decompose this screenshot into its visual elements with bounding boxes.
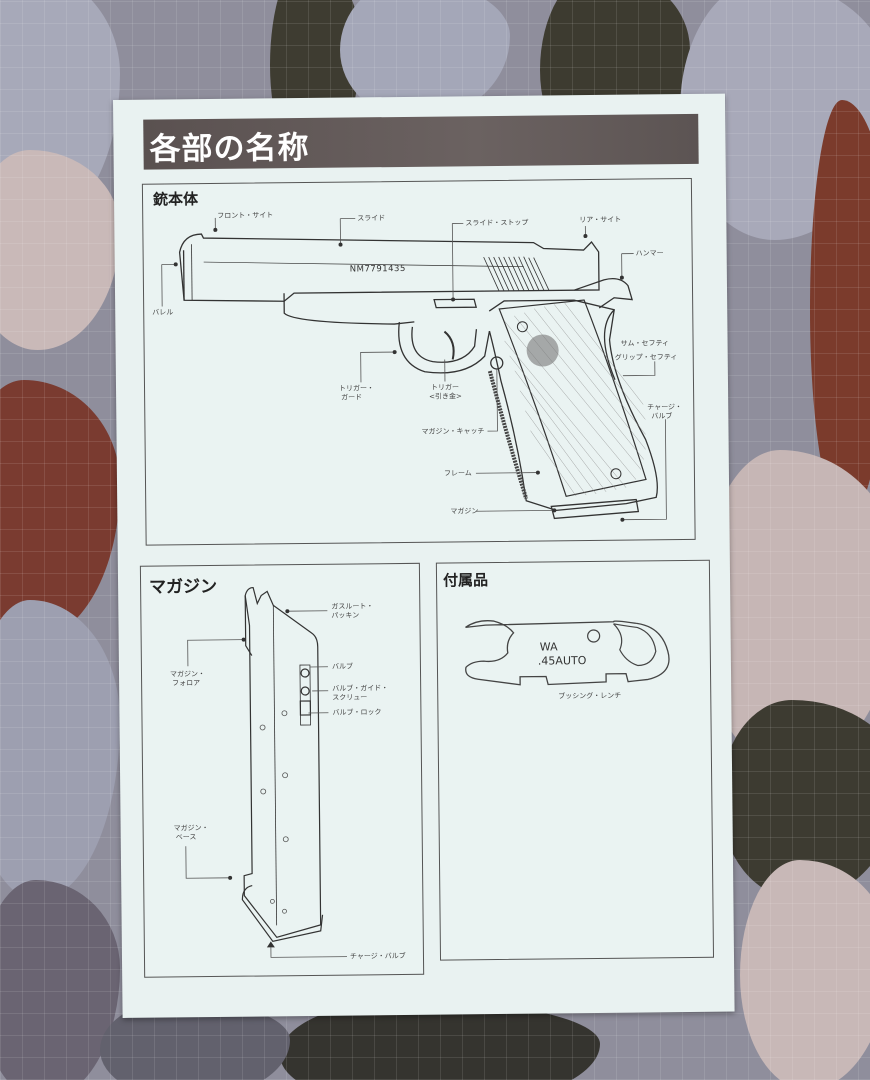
label-thumb-safety: サム・セフティ <box>620 339 670 348</box>
label-gas-route-packing-1: ガスルート・ <box>331 602 374 611</box>
label-charge-valve-1: チャージ・ <box>647 403 683 412</box>
label-rear-sight: リア・サイト <box>579 215 622 225</box>
wrench-text-wa: WA <box>539 640 558 654</box>
gun-body-panel: 銃本体 <box>141 177 696 546</box>
label-magazine: マガジン <box>450 507 479 516</box>
bushing-wrench-diagram <box>465 620 670 686</box>
label-trigger-guard-1: トリガー・ <box>338 384 375 393</box>
label-trigger-guard-2: ガード <box>341 393 363 402</box>
label-hammer: ハンマー <box>635 249 664 258</box>
label-bushing-wrench: ブッシング・レンチ <box>558 691 622 701</box>
title-bar: 各部の名称 <box>143 113 699 170</box>
label-magazine-base-2: ベース <box>175 833 197 842</box>
page-title: 各部の名称 <box>149 129 310 168</box>
magazine-diagram <box>185 586 347 958</box>
label-valve-lock: バルブ・ロック <box>332 708 382 717</box>
label-gas-route-packing-2: パッキン <box>331 611 360 620</box>
label-valve-guide-screw-2: スクリュー <box>332 693 368 702</box>
label-valve: バルブ <box>331 662 353 671</box>
label-front-sight: フロント・サイト <box>217 211 274 220</box>
label-slide: スライド <box>357 214 386 223</box>
label-magazine-follower-1: マガジン・ <box>169 670 206 679</box>
manual-page: 各部の名称 銃本体 <box>113 93 735 1018</box>
label-barrel: バレル <box>152 308 174 317</box>
label-trigger-2: <引き金> <box>429 392 462 401</box>
label-magazine-catch: マガジン・キャッチ <box>421 427 485 436</box>
label-trigger-1: トリガー <box>430 383 460 392</box>
label-slide-stop: スライド・ストップ <box>465 218 529 228</box>
label-charge-valve-2: バルブ <box>651 412 673 421</box>
magazine-panel: マガジン <box>139 562 425 978</box>
serial-number: NM7791435 <box>349 263 406 275</box>
label-magazine-follower-2: フォロア <box>172 679 201 688</box>
accessories-panel: 付属品 WA .45AUTO ブッシング・レンチ <box>435 559 715 961</box>
wrench-text-45auto: .45AUTO <box>537 654 587 668</box>
label-valve-guide-screw-1: バルブ・ガイド・ <box>332 684 389 693</box>
label-grip-safety: グリップ・セフティ <box>614 353 678 362</box>
label-magazine-base-1: マガジン・ <box>173 824 209 833</box>
pistol-diagram <box>161 217 667 522</box>
label-charge-valve-mag: チャージ・バルブ <box>349 951 406 961</box>
label-frame: フレーム <box>443 469 472 478</box>
